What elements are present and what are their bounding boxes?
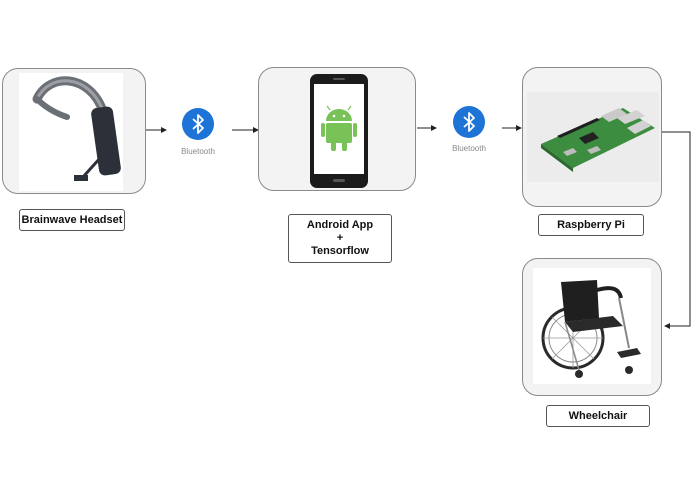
arrow-pi-to-wheelchair bbox=[661, 131, 691, 329]
raspberry-pi-node bbox=[522, 67, 662, 207]
smartphone-image bbox=[310, 74, 368, 188]
headset-image bbox=[19, 73, 123, 191]
bluetooth-label: Bluetooth bbox=[181, 147, 215, 156]
headset-label: Brainwave Headset bbox=[19, 209, 125, 231]
headset-node bbox=[2, 68, 146, 194]
android-icon bbox=[321, 105, 357, 151]
wheelchair-node bbox=[522, 258, 662, 396]
wheelchair-label: Wheelchair bbox=[546, 405, 650, 427]
bluetooth-icon bbox=[453, 106, 485, 138]
bluetooth-icon bbox=[182, 108, 214, 140]
bluetooth-label: Bluetooth bbox=[452, 144, 486, 153]
wheelchair-image bbox=[533, 268, 651, 384]
raspberry-pi-board-image bbox=[527, 92, 659, 182]
raspberry-pi-label: Raspberry Pi bbox=[538, 214, 644, 236]
android-app-node bbox=[258, 67, 416, 191]
android-app-label: Android App + Tensorflow bbox=[288, 214, 392, 263]
